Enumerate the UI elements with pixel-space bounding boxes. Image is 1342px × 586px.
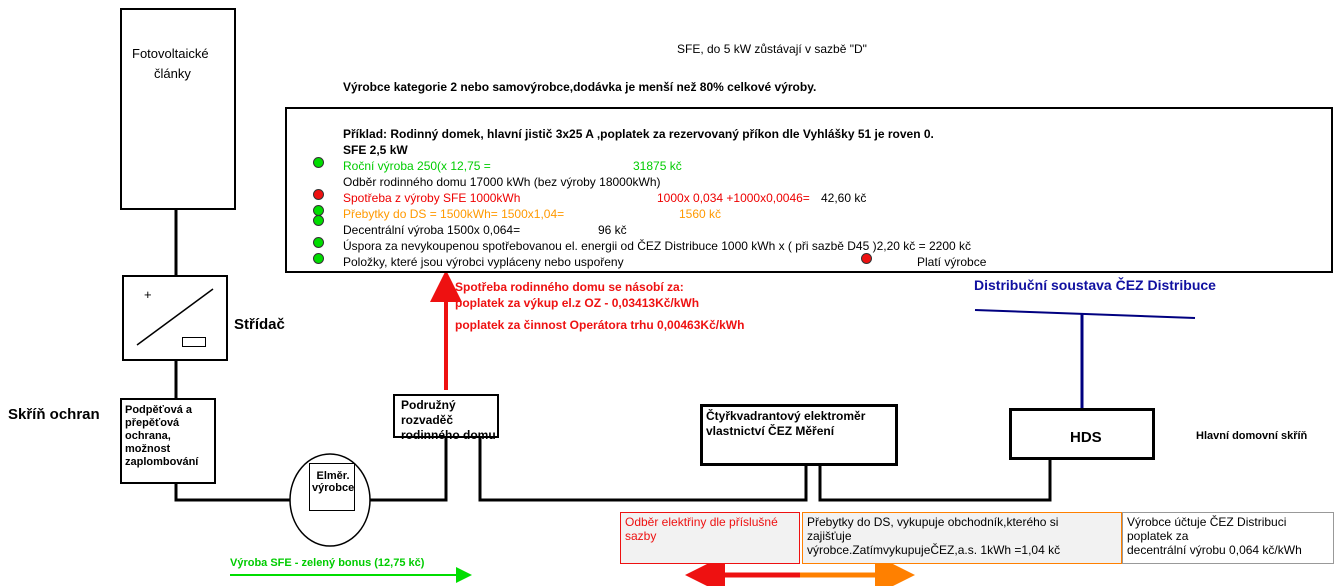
distribution-bus-line xyxy=(974,309,1196,319)
red-note-line3: poplatek za činnost Operátora trhu 0,004… xyxy=(455,318,745,332)
producer-bill-line2: poplatek za xyxy=(1127,529,1189,543)
sub-panel-box: Podružný rozvaděč rodinného domu xyxy=(393,394,499,442)
status-dot-green xyxy=(313,157,324,168)
line-fourquad-hds xyxy=(818,460,1052,502)
row-house-consumption: Odběr rodinného domu 17000 kWh (bez výro… xyxy=(343,175,661,189)
fv-label-line1: Fotovoltaické xyxy=(132,46,209,61)
example-subtitle: SFE 2,5 kW xyxy=(343,143,408,157)
row-sfe-consumption-value: 42,60 kč xyxy=(821,191,867,205)
four-quadrant-meter-text: Čtyřkvadrantový elektroměr vlastnictví Č… xyxy=(706,409,866,438)
surplus-note-line2: zajišťuje xyxy=(807,529,852,543)
row-savings: Úspora za nevykoupenou spotřebovanou el.… xyxy=(343,239,972,253)
sfe-note: SFE, do 5 kW zůstávají v sazbě "D" xyxy=(677,42,867,56)
fv-label-line2: články xyxy=(154,66,191,81)
surplus-note-line1: Přebytky do DS, vykupuje obchodník,které… xyxy=(807,515,1059,529)
protection-box-text: Podpěťová a přepěťová ochrana, možnost z… xyxy=(125,404,199,468)
row-sfe-consumption-formula: 1000x 0,034 +1000x0,0046= xyxy=(657,191,810,205)
inverter-label: Střídač xyxy=(234,316,285,333)
row-decentral-value: 96 kč xyxy=(598,223,627,237)
example-box: Příklad: Rodinný domek, hlavní jistič 3x… xyxy=(285,107,1333,273)
inverter-ac-symbol xyxy=(182,337,206,347)
row-paid-items: Položky, které jsou výrobci vypláceny ne… xyxy=(343,255,624,269)
status-dot-green xyxy=(313,237,324,248)
surplus-note: Přebytky do DS, vykupuje obchodník,které… xyxy=(802,512,1122,564)
row-decentral: Decentrální výroba 1500x 0,064= xyxy=(343,223,521,237)
line-meter-subpanel xyxy=(360,438,448,502)
producer-bill-line1: Výrobce účtuje ČEZ Distribuci xyxy=(1127,515,1287,529)
fv-panel-box: Fotovoltaické články xyxy=(120,8,236,210)
row-annual-production-value: 31875 kč xyxy=(633,159,682,173)
surplus-note-line3: výrobce.ZatímvykupujeČEZ,a.s. 1kWh =1,04… xyxy=(807,543,1061,557)
status-dot-green xyxy=(313,253,324,264)
distribution-label: Distribuční soustava ČEZ Distribuce xyxy=(974,277,1216,293)
red-note-line2: poplatek za výkup el.z OZ - 0,03413Kč/kW… xyxy=(455,296,700,310)
consumption-note: Odběr elektřiny dle příslušné sazby xyxy=(620,512,800,564)
producer-bill-line3: decentrální výrobu 0,064 kč/kWh xyxy=(1127,543,1302,557)
producer-meter-box: Elměr. výrobce xyxy=(309,463,355,511)
example-title: Příklad: Rodinný domek, hlavní jistič 3x… xyxy=(343,127,934,141)
producer-meter-text: Elměr. výrobce xyxy=(312,470,355,494)
line-protection-meter xyxy=(174,484,296,502)
consumption-note-text: Odběr elektřiny dle příslušné sazby xyxy=(625,515,778,543)
category-note: Výrobce kategorie 2 nebo samovýrobce,dod… xyxy=(343,80,817,94)
producer-bill-note: Výrobce účtuje ČEZ Distribuci poplatek z… xyxy=(1122,512,1334,564)
row-surplus-value: 1560 kč xyxy=(679,207,722,221)
hds-text: HDS xyxy=(1070,429,1102,446)
hds-label: Hlavní domovní skříň xyxy=(1196,430,1308,442)
sub-panel-text: Podružný rozvaděč rodinného domu xyxy=(401,398,496,442)
protection-box: Podpěťová a přepěťová ochrana, možnost z… xyxy=(120,398,216,484)
row-surplus: Přebytky do DS = 1500kWh= 1500x1,04= xyxy=(343,207,565,221)
green-bonus-label: Výroba SFE - zelený bonus (12,75 kč) xyxy=(230,557,425,569)
hds-box: HDS xyxy=(1009,408,1155,460)
status-dot-green xyxy=(313,215,324,226)
status-dot-red xyxy=(313,189,324,200)
row-sfe-consumption: Spotřeba z výroby SFE 1000kWh xyxy=(343,191,521,205)
inverter-box: + xyxy=(122,275,228,361)
inverter-diagonal xyxy=(136,288,214,346)
payer-label: Platí výrobce xyxy=(917,255,987,269)
protection-cabinet-label: Skříň ochran xyxy=(8,406,100,423)
inverter-plus: + xyxy=(144,287,152,302)
row-annual-production: Roční výroba 250(x 12,75 = xyxy=(343,159,491,173)
four-quadrant-meter-box: Čtyřkvadrantový elektroměr vlastnictví Č… xyxy=(700,404,898,466)
red-note-line1: Spotřeba rodinného domu se násobí za: xyxy=(455,280,684,294)
line-subpanel-fourquad xyxy=(478,438,808,502)
status-dot-red xyxy=(861,253,872,264)
